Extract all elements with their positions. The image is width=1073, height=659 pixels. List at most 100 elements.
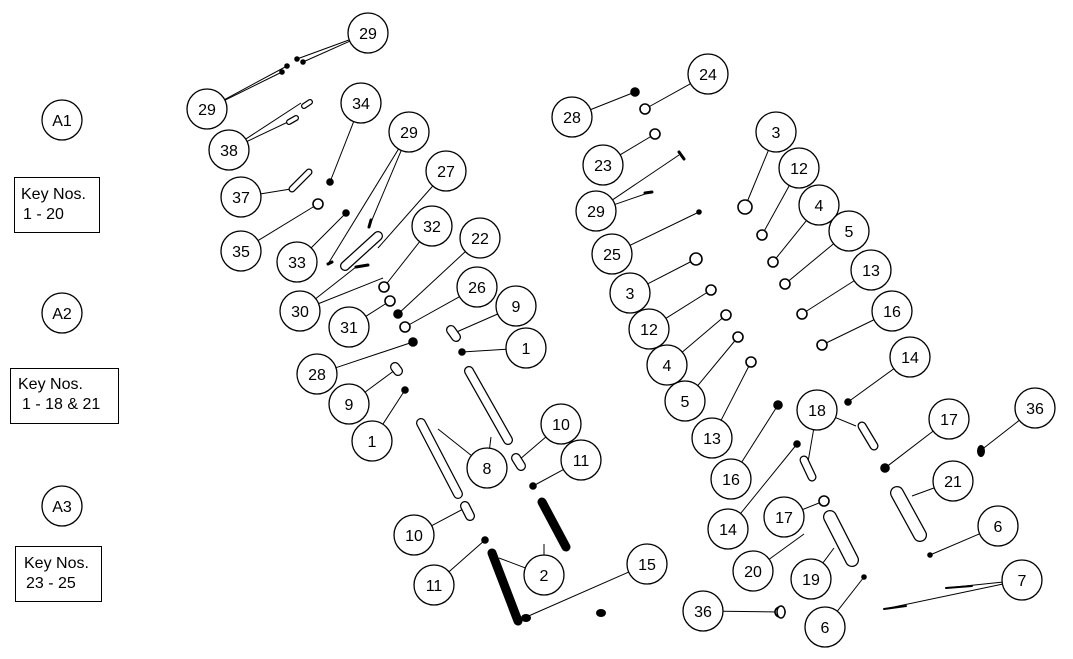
washer-part (773, 400, 783, 410)
callout-number: 10 (405, 528, 423, 545)
callout-circle (928, 398, 970, 440)
leader-line (224, 71, 283, 101)
leader-line (532, 469, 564, 487)
callout-circle (505, 327, 547, 369)
right-callout: 13 (691, 417, 733, 459)
leader-line (245, 102, 302, 140)
washer-part (300, 59, 306, 65)
callout-circle (560, 439, 602, 481)
assembly-label: A2 (41, 292, 83, 334)
callout-circle (798, 184, 840, 226)
callout-number: 25 (603, 247, 621, 264)
right-callout: 7 (1001, 559, 1043, 601)
left-callout: 30 (279, 290, 321, 332)
leader-line (722, 610, 781, 613)
callout-circle (495, 285, 537, 327)
callout-number: 36 (1026, 401, 1044, 418)
callout-circle (871, 290, 913, 332)
callout-circle (796, 389, 838, 431)
plate-part-fill (287, 116, 298, 124)
left-callout: 27 (425, 150, 467, 192)
leader-line (489, 436, 492, 449)
callout-circle (850, 249, 892, 291)
callout-circle (582, 144, 624, 186)
callout-circle (328, 383, 370, 425)
right-callout: 6 (977, 505, 1019, 547)
leader-line (619, 133, 656, 156)
leader-line (665, 289, 712, 319)
leader-line (437, 428, 472, 456)
callout-circle (276, 241, 318, 283)
callout-number: 13 (862, 263, 880, 280)
callout-circle (755, 111, 797, 153)
right-callout: 29 (575, 190, 617, 232)
right-callout: 14 (889, 336, 931, 378)
right-callout: 5 (664, 380, 706, 422)
callout-circle (351, 420, 393, 462)
left-callout: 15 (626, 543, 668, 585)
washer-part (696, 209, 702, 215)
right-callout: 5 (828, 210, 870, 252)
washer-part (818, 495, 830, 507)
left-callout: 35 (220, 230, 262, 272)
plate-part-fill (302, 100, 312, 108)
callout-number: 3 (626, 286, 635, 303)
callout-number: 12 (790, 161, 808, 178)
washer-part (756, 229, 768, 241)
washer-part (639, 103, 651, 115)
handle-part-fill (891, 487, 926, 541)
right-callout: 14 (707, 508, 749, 550)
leader-line (518, 436, 547, 461)
leader-line (590, 91, 636, 111)
small-pin-part (945, 585, 973, 589)
right-callout: 19 (790, 558, 832, 600)
key-box-range: 1 - 20 (23, 206, 64, 223)
leader-line (629, 211, 700, 246)
assembly-text: A1 (52, 113, 72, 130)
latch-part-fill (858, 422, 878, 450)
left-callout: 10 (393, 514, 435, 556)
callout-number: 15 (638, 557, 656, 574)
left-callout: 10 (540, 403, 582, 445)
left-callout: 32 (411, 205, 453, 247)
callout-circle (628, 308, 670, 350)
assembly-circle (41, 292, 83, 334)
callout-number: 9 (512, 299, 521, 316)
callout-number: 21 (944, 474, 962, 491)
callout-circle (347, 12, 389, 54)
left-callout: 38 (208, 129, 250, 171)
small-pin-part (367, 218, 373, 229)
key-box-range: 1 - 18 & 21 (22, 396, 101, 413)
callout-number: 9 (345, 397, 354, 414)
right-callout: 4 (646, 344, 688, 386)
callout-circle (388, 111, 430, 153)
callout-number: 36 (694, 604, 712, 621)
leader-line (329, 121, 355, 183)
key-box-title: Key Nos. (21, 186, 86, 203)
assembly-text: A3 (52, 499, 72, 516)
callout-number: 6 (994, 519, 1003, 536)
callout-circle (340, 82, 382, 124)
washer-part (861, 574, 867, 580)
pin-part-fill (447, 326, 460, 341)
callout-circle (296, 353, 338, 395)
leader-line (883, 583, 1003, 610)
washer-part (399, 321, 411, 333)
leader-line (397, 251, 466, 315)
leader-line (761, 185, 790, 236)
leader-line (835, 417, 857, 427)
callout-circle (425, 150, 467, 192)
washer-part (927, 552, 933, 558)
washer-part (342, 209, 350, 217)
pin-part-fill (417, 419, 462, 498)
key-box-title: Key Nos. (24, 555, 89, 572)
callout-circle (591, 233, 633, 275)
washer-part (529, 482, 537, 490)
pin-part-fill (461, 502, 474, 520)
leader-line (807, 429, 815, 463)
leader-line (884, 430, 934, 469)
washer-part (284, 63, 290, 69)
callout-number: 38 (220, 143, 238, 160)
leader-line (681, 314, 727, 353)
